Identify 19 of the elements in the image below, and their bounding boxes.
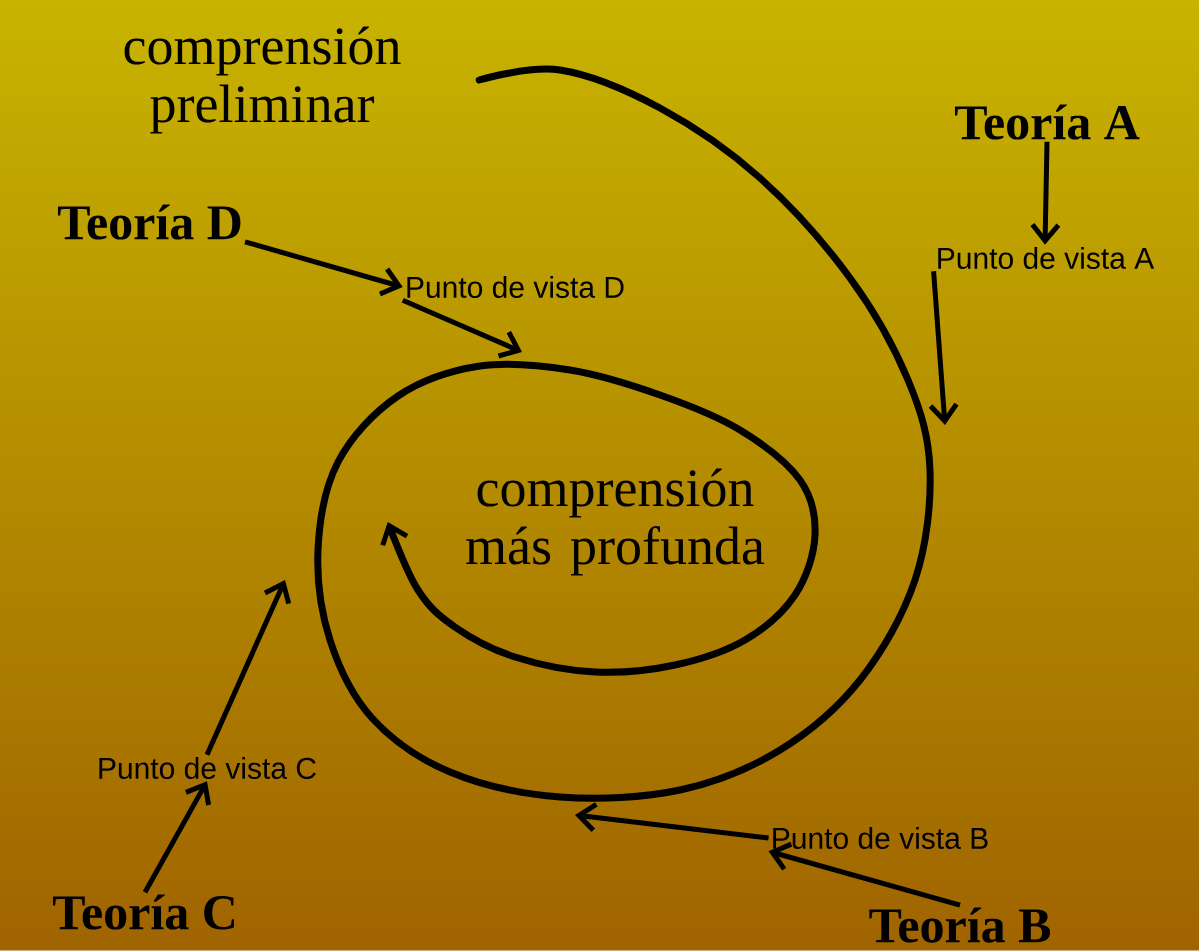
arrow bbox=[142, 781, 212, 894]
arrow bbox=[204, 580, 292, 756]
viewpoint-label: Punto de vista C bbox=[99, 757, 316, 780]
arrow bbox=[768, 841, 961, 908]
viewpoint-label: Punto de vista A bbox=[938, 247, 1155, 270]
theory-label: Teoría D bbox=[57, 204, 241, 240]
stage-label: comprensión preliminar bbox=[124, 26, 401, 134]
arrow bbox=[1030, 141, 1061, 245]
stage-label: comprensión más profunda bbox=[466, 468, 765, 576]
theory-label: Teoría A bbox=[954, 104, 1140, 140]
arrow bbox=[244, 239, 403, 297]
viewpoint-label: Punto de vista B bbox=[773, 827, 988, 850]
arrow bbox=[928, 271, 959, 425]
arrow bbox=[575, 802, 769, 841]
arrow bbox=[401, 297, 522, 359]
theory-label: Teoría B bbox=[869, 907, 1051, 943]
theory-label: Teoría C bbox=[52, 894, 234, 930]
viewpoint-label: Punto de vista D bbox=[407, 276, 624, 299]
spiral-arrow bbox=[314, 65, 934, 802]
